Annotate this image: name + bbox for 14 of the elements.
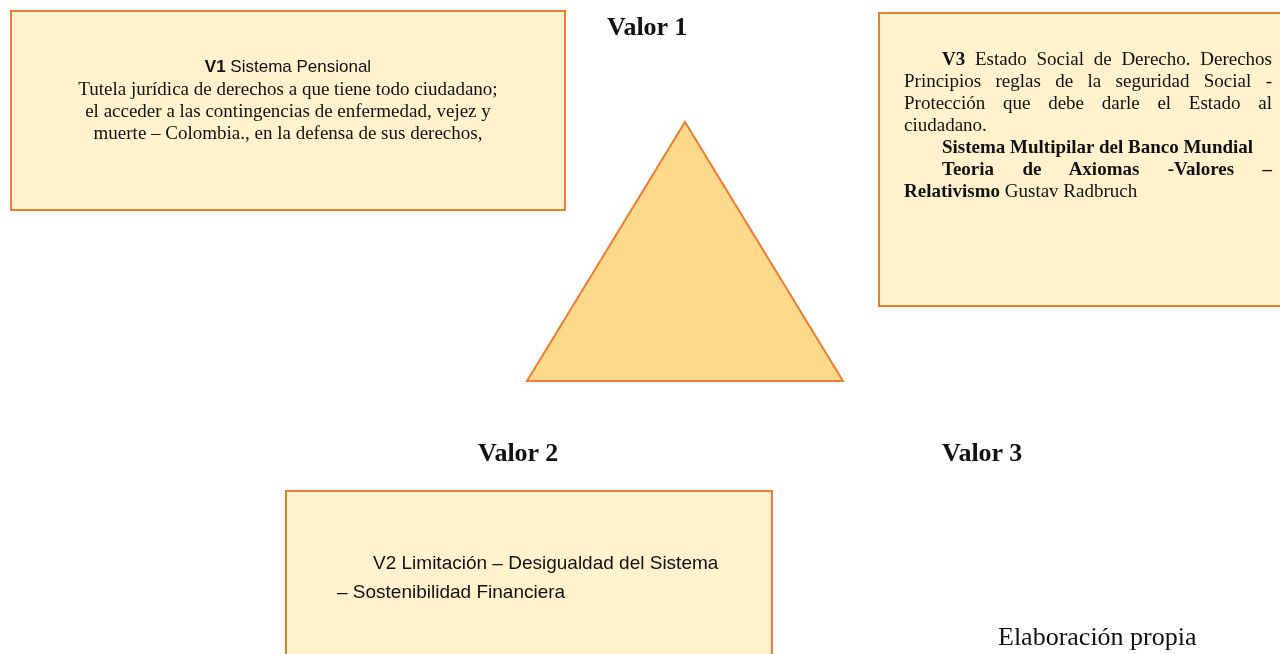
text-box [878, 12, 1280, 307]
text-box [10, 10, 566, 211]
triangle-shape [525, 120, 845, 383]
vertex-label: Valor 3 [942, 438, 1023, 468]
box-text: Sistema Multipilar del Banco Mundial [941, 136, 1255, 158]
source-note: Elaboración propia [998, 622, 1197, 652]
box-heading: V1 Sistema Pensional [203, 56, 373, 78]
box-text: V2 Limitación – Desigualdad del Sistema – Sostenibilidad Financiera [337, 551, 720, 604]
box-text: Teoria de Axiomas -Valores – Relativismo Gustav Radbruch [904, 158, 1272, 202]
vertex-label: Valor 1 [607, 12, 688, 42]
vertex-label: Valor 2 [478, 438, 559, 468]
text-box [285, 490, 773, 654]
box-text: Tutela jurídica de derechos a que tiene todo ciudadano; el acceder a las contingencias de enfermedad, vejez y muerte – Colombia., en la defensa de sus derechos, [77, 78, 499, 144]
box-text: V3 Estado Social de Derecho. Derechos Principios reglas de la seguridad Social - Protección que debe darle el Estado al ciudadano. [904, 48, 1272, 136]
